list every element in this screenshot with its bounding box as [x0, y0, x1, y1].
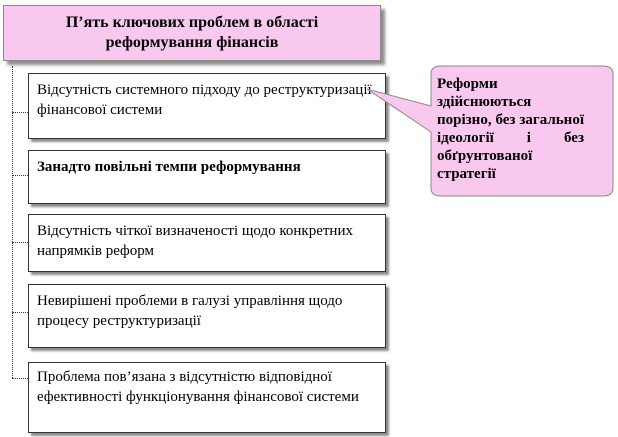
- connector-stub-2: [12, 175, 28, 176]
- problem-box-4: Невирішені проблеми в галузі управління …: [28, 284, 386, 348]
- problem-box-5: Проблема пов’язана з відсутністю відпові…: [28, 362, 386, 433]
- connector-stub-3: [12, 242, 28, 243]
- problem-box-2: Занадто повільні темпи реформування: [28, 150, 386, 204]
- problem-text-2: Занадто повільні темпи реформування: [37, 159, 301, 175]
- problem-text-4: Невирішені проблеми в галузі управління …: [37, 293, 343, 329]
- callout-text: Реформи здійснюються порізно, без загаль…: [437, 76, 584, 182]
- connector-stub-4: [12, 312, 28, 313]
- speech-callout-shape: [367, 65, 614, 197]
- speech-callout: [367, 65, 614, 197]
- problem-box-1: Відсутність системного підходу до рестру…: [28, 73, 386, 139]
- problem-text-5: Проблема пов’язана з відсутністю відпові…: [37, 369, 359, 405]
- connector-stub-5: [12, 378, 28, 379]
- connector-trunk: [12, 66, 13, 378]
- problem-text-3: Відсутність чіткої визначеності щодо кон…: [37, 223, 353, 259]
- problem-text-1: Відсутність системного підходу до рестру…: [37, 82, 372, 118]
- diagram-title-box: П’ять ключових проблем в області реформу…: [3, 5, 381, 61]
- problem-box-3: Відсутність чіткої визначеності щодо кон…: [28, 214, 386, 272]
- connector-stub-1: [12, 112, 28, 113]
- diagram-title: П’ять ключових проблем в області реформу…: [65, 14, 319, 51]
